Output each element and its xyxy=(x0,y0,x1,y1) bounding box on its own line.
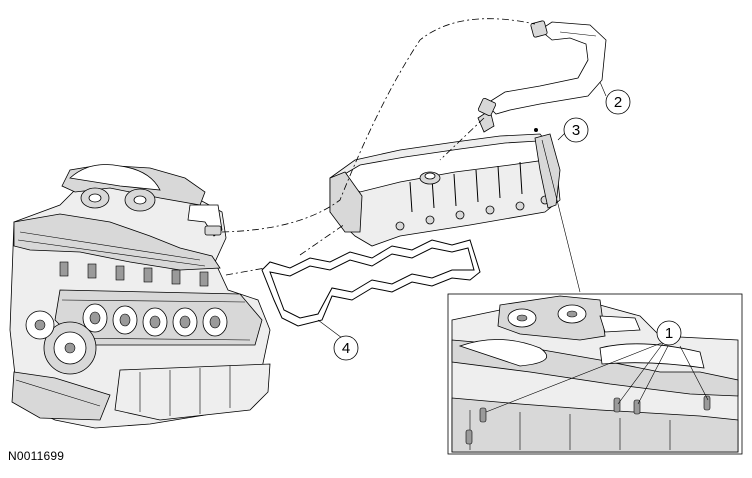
cam-sprocket xyxy=(25,310,97,375)
coil-row xyxy=(59,261,209,287)
valve-springs xyxy=(82,303,228,337)
assembly-guide-lines xyxy=(221,18,536,276)
valve-cover-ribs xyxy=(409,161,523,213)
callout-2-label: 2 xyxy=(614,94,622,111)
callout-4: 4 xyxy=(333,335,359,361)
engine-assembly xyxy=(9,164,271,429)
callout-1-label: 1 xyxy=(665,325,673,342)
pcv-hose xyxy=(477,20,607,117)
callout-3-label: 3 xyxy=(572,122,580,139)
retaining-clips xyxy=(465,395,711,445)
callout-2: 2 xyxy=(605,89,631,115)
callout-3: 3 xyxy=(563,117,589,143)
callout-1: 1 xyxy=(656,320,682,346)
valve-cover-gasket xyxy=(261,239,481,327)
callout-4-label: 4 xyxy=(342,340,350,357)
figure-id: N0011699 xyxy=(8,449,65,463)
inset-detail xyxy=(447,293,743,455)
valve-cover xyxy=(329,109,561,247)
